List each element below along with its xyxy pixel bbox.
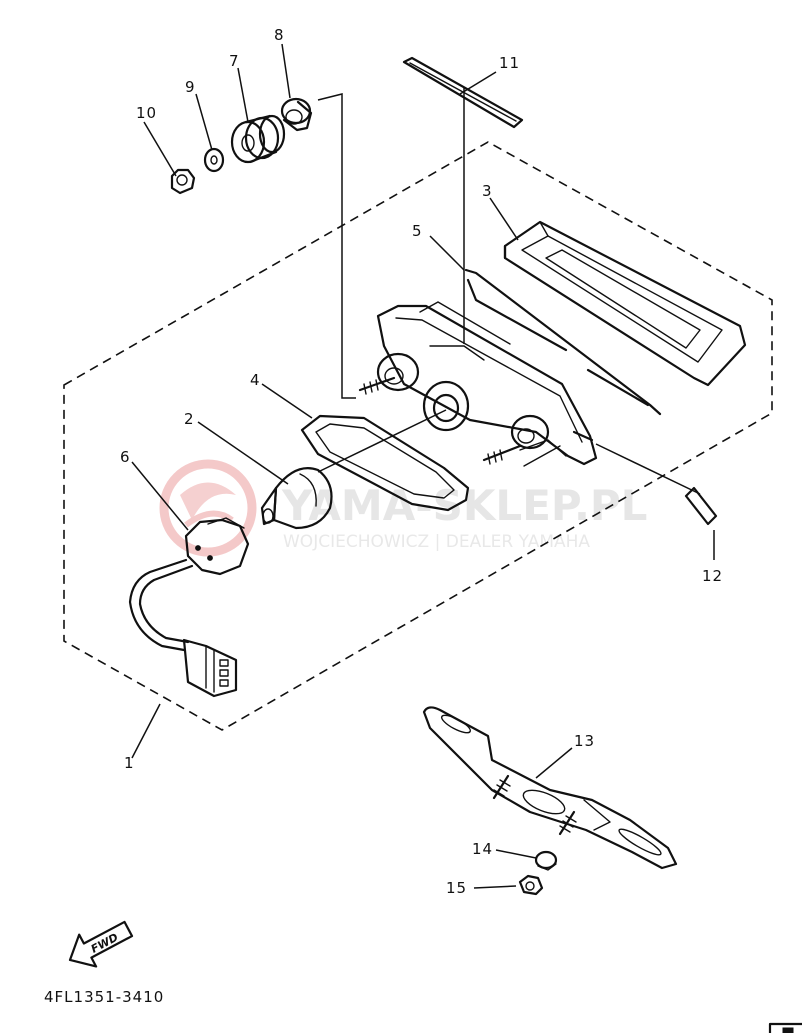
part-15-nut: [518, 874, 544, 896]
drawing-number: 4FL1351-3410: [44, 988, 164, 1006]
tail-light-housing: [358, 301, 598, 467]
leader-8: [317, 93, 356, 399]
label-part-10: 10: [136, 104, 157, 122]
fwd-arrow-icon: FWD: [68, 920, 134, 968]
callout-leaders: [131, 43, 715, 889]
part-4-gasket: [300, 414, 470, 512]
part-12-pad: [684, 486, 718, 526]
assembly-outline: [63, 141, 773, 731]
label-part-13: 13: [574, 732, 595, 750]
watermark-logo-icon: [159, 459, 257, 557]
part-5-gasket: [464, 268, 662, 416]
label-part-5: 5: [412, 222, 423, 240]
label-part-6: 6: [120, 448, 131, 466]
label-part-1: 1: [124, 754, 135, 772]
watermark: YAMA-SKLEP.PL WOJCIECHOWICZ | DEALER YAM…: [159, 459, 647, 557]
label-part-12: 12: [702, 567, 723, 585]
corner-fragment-icon: [768, 1022, 802, 1033]
part-labels: 10 9 7 8 11 3 5 4 2 6 12 13 14 15 1: [120, 26, 723, 897]
label-part-15: 15: [446, 879, 467, 897]
part-6-socket-cord: [128, 517, 250, 698]
watermark-title: YAMA-SKLEP.PL: [281, 481, 647, 530]
part-9-washer: [203, 147, 225, 173]
part-14-collar: [534, 850, 558, 871]
part-13-bracket: [422, 706, 678, 870]
fwd-label: FWD: [89, 931, 121, 956]
part-8-collar: [280, 97, 313, 132]
part-3-lens: [503, 220, 747, 387]
label-part-9: 9: [185, 78, 196, 96]
part-2-bulb: [260, 467, 333, 530]
label-part-4: 4: [250, 371, 261, 389]
part-10-nut: [170, 168, 196, 195]
label-part-11: 11: [499, 54, 520, 72]
label-part-3: 3: [482, 182, 493, 200]
label-part-14: 14: [472, 840, 493, 858]
leader-12: [595, 443, 701, 495]
label-part-7: 7: [229, 52, 240, 70]
label-part-8: 8: [274, 26, 285, 44]
part-7-grommet: [230, 114, 286, 164]
leader-bulb-socket: [317, 409, 447, 473]
watermark-subtitle: WOJCIECHOWICZ | DEALER YAMAHA: [283, 532, 590, 552]
label-part-2: 2: [184, 410, 195, 428]
